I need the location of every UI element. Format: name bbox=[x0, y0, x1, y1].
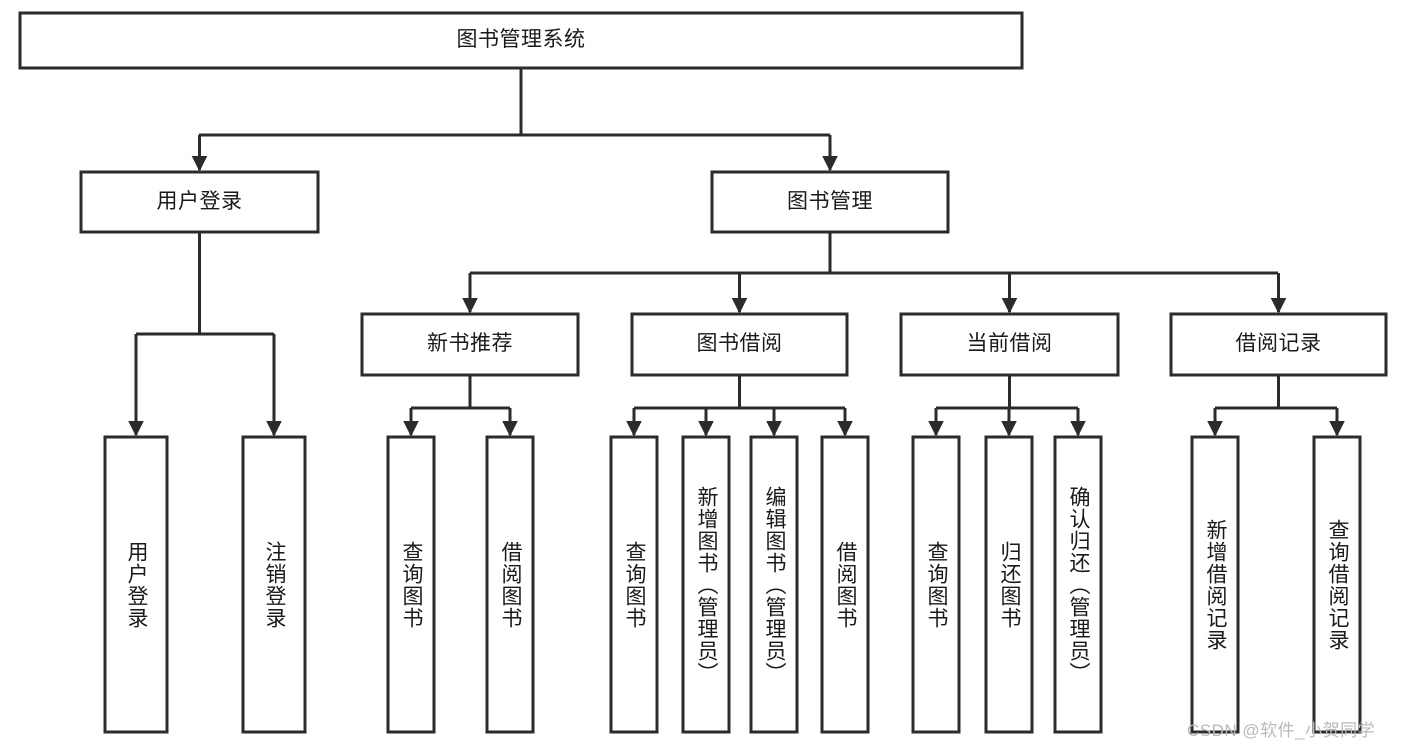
node-box-user-login[interactable] bbox=[79, 170, 320, 234]
node-box-leaf-user-login[interactable] bbox=[103, 435, 169, 734]
node-box-current-borrow[interactable] bbox=[899, 312, 1120, 377]
node-box-borrow-record[interactable] bbox=[1169, 312, 1388, 377]
box-layer bbox=[18, 11, 1388, 734]
node-box-root[interactable] bbox=[18, 11, 1024, 70]
node-box-leaf-confirm-return[interactable] bbox=[1053, 435, 1103, 734]
node-box-leaf-query-record[interactable] bbox=[1312, 435, 1362, 734]
node-box-leaf-query-book-1[interactable] bbox=[386, 435, 436, 734]
connector-layer bbox=[128, 68, 1345, 437]
node-box-leaf-borrow-book-1[interactable] bbox=[485, 435, 535, 734]
node-box-leaf-user-logout[interactable] bbox=[241, 435, 307, 734]
node-box-leaf-add-record[interactable] bbox=[1190, 435, 1240, 734]
node-box-leaf-return-book[interactable] bbox=[984, 435, 1034, 734]
node-box-book-borrow[interactable] bbox=[630, 312, 849, 377]
node-box-leaf-borrow-book-2[interactable] bbox=[820, 435, 870, 734]
node-box-leaf-add-book[interactable] bbox=[681, 435, 731, 734]
node-box-leaf-query-book-2[interactable] bbox=[609, 435, 659, 734]
node-box-leaf-query-book-3[interactable] bbox=[911, 435, 961, 734]
node-box-book-manage[interactable] bbox=[710, 170, 950, 234]
node-box-leaf-edit-book[interactable] bbox=[749, 435, 799, 734]
node-box-new-book-rec[interactable] bbox=[360, 312, 580, 377]
